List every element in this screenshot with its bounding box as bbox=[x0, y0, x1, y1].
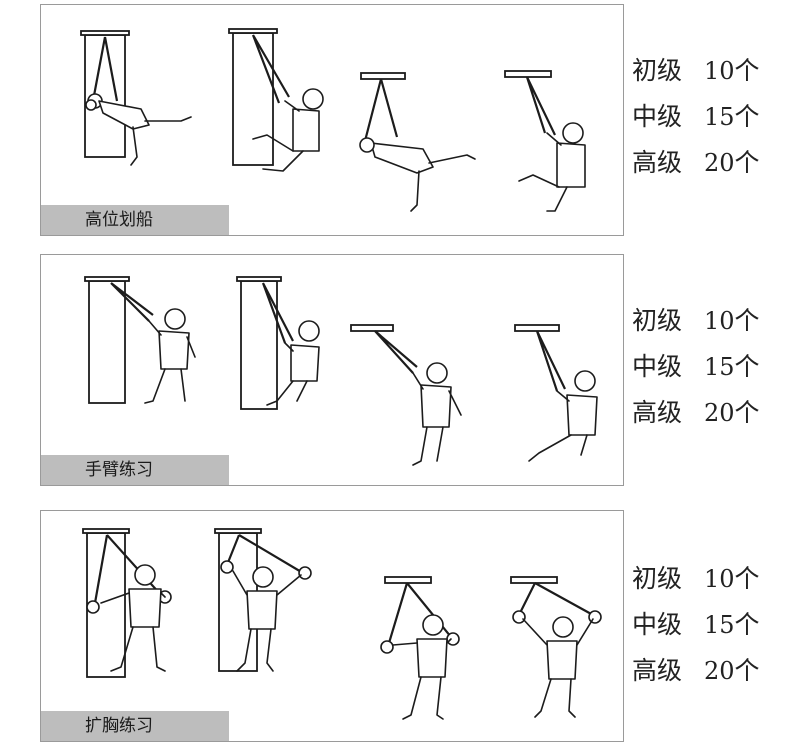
figure-bar-row-3 bbox=[359, 72, 476, 212]
level-name: 初级 bbox=[632, 56, 683, 85]
exercise-title: 扩胸练习 bbox=[41, 711, 229, 741]
rep-count: 15 bbox=[704, 353, 735, 381]
figure-door-row-2 bbox=[228, 28, 324, 172]
level-name: 初级 bbox=[632, 564, 683, 593]
figure-bar-chest-4 bbox=[510, 576, 602, 718]
figure-bar-row-4 bbox=[504, 70, 586, 212]
level-row: 高级 20个 bbox=[632, 140, 792, 186]
rep-count: 10 bbox=[704, 565, 735, 593]
high-row-illustrations bbox=[80, 28, 586, 212]
figure-door-arm-2 bbox=[236, 276, 320, 410]
level-row: 高级 20个 bbox=[632, 390, 792, 436]
rep-unit: 个 bbox=[734, 56, 760, 85]
rep-count: 10 bbox=[704, 307, 735, 335]
arm-illustrations bbox=[84, 276, 598, 466]
rep-unit: 个 bbox=[734, 610, 760, 639]
rep-unit: 个 bbox=[734, 352, 760, 381]
figure-bar-arm-4 bbox=[514, 324, 598, 462]
figure-bar-chest-3 bbox=[380, 576, 460, 720]
rep-unit: 个 bbox=[734, 306, 760, 335]
level-name: 高级 bbox=[632, 656, 683, 685]
level-row: 中级 15个 bbox=[632, 94, 792, 140]
level-row: 中级 15个 bbox=[632, 344, 792, 390]
chest-illustrations bbox=[82, 528, 602, 720]
rep-count: 15 bbox=[704, 611, 735, 639]
level-row: 初级 10个 bbox=[632, 556, 792, 602]
rep-unit: 个 bbox=[734, 398, 760, 427]
rep-unit: 个 bbox=[734, 564, 760, 593]
exercise-panel-arm: 手臂练习 bbox=[40, 254, 624, 486]
level-row: 高级 20个 bbox=[632, 648, 792, 694]
exercise-title: 高位划船 bbox=[41, 205, 229, 235]
exercise-panel-chest: 扩胸练习 bbox=[40, 510, 624, 742]
rep-count: 20 bbox=[704, 149, 735, 177]
level-name: 中级 bbox=[632, 102, 683, 131]
rep-unit: 个 bbox=[734, 148, 760, 177]
figure-bar-arm-3 bbox=[350, 324, 462, 466]
exercise-title: 手臂练习 bbox=[41, 455, 229, 485]
rep-unit: 个 bbox=[734, 102, 760, 131]
level-name: 初级 bbox=[632, 306, 683, 335]
rep-count: 20 bbox=[704, 657, 735, 685]
rep-count: 20 bbox=[704, 399, 735, 427]
level-name: 高级 bbox=[632, 148, 683, 177]
rep-unit: 个 bbox=[734, 656, 760, 685]
figure-door-arm-1 bbox=[84, 276, 196, 404]
level-row: 中级 15个 bbox=[632, 602, 792, 648]
rep-count: 10 bbox=[704, 57, 735, 85]
level-name: 中级 bbox=[632, 610, 683, 639]
level-name: 中级 bbox=[632, 352, 683, 381]
exercise-panel-high-row: 高位划船 bbox=[40, 4, 624, 236]
figure-door-chest-2 bbox=[214, 528, 312, 672]
figure-door-chest-1 bbox=[82, 528, 172, 678]
rep-count: 15 bbox=[704, 103, 735, 131]
level-row: 初级 10个 bbox=[632, 48, 792, 94]
level-row: 初级 10个 bbox=[632, 298, 792, 344]
figure-door-row-1 bbox=[80, 30, 192, 166]
level-name: 高级 bbox=[632, 398, 683, 427]
